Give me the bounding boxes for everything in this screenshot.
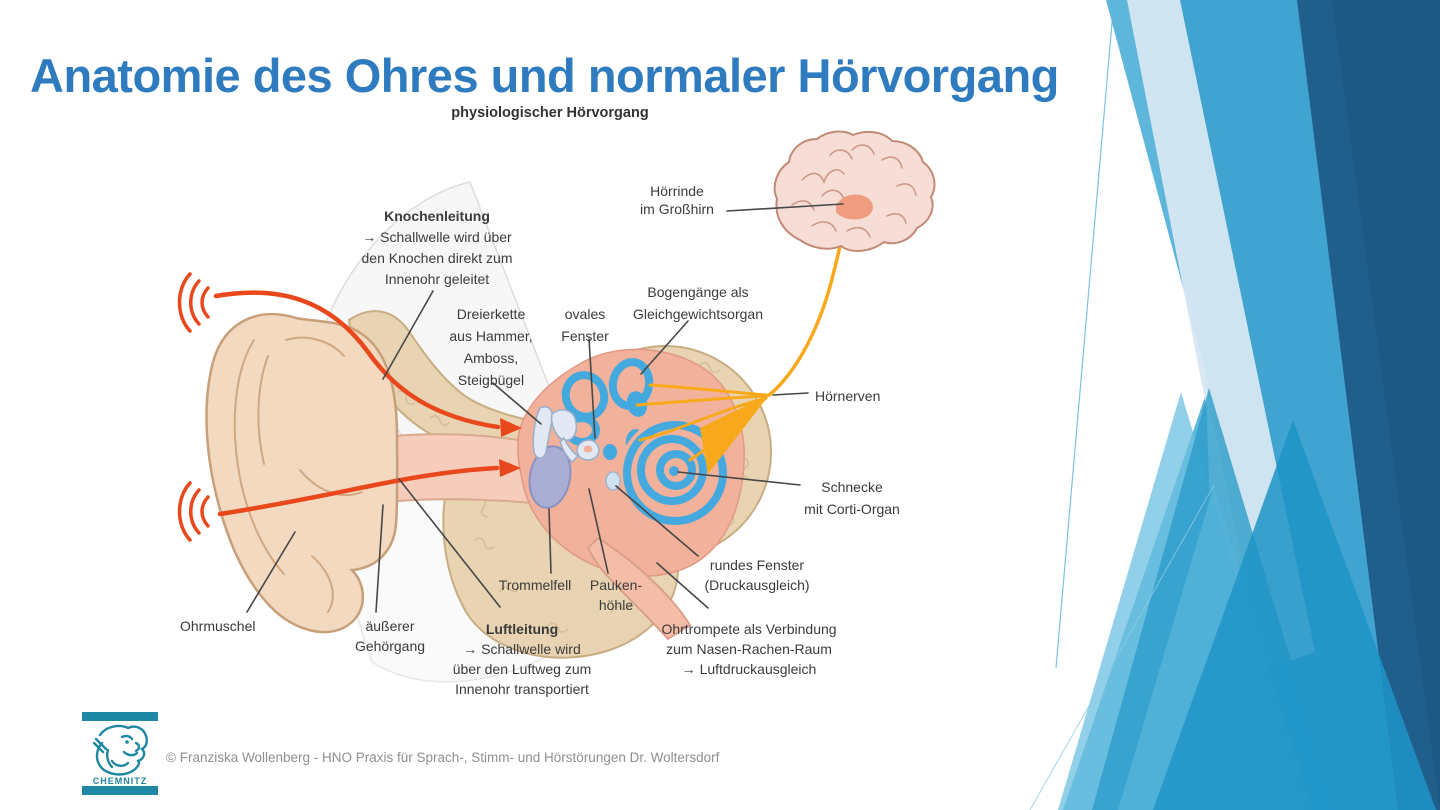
label-line: Bogengänge als — [647, 284, 749, 300]
label-bogengaenge: Bogengänge als Gleichgewichtsorgan — [633, 281, 763, 325]
label-line: Innenohr geleitet — [384, 271, 490, 287]
chemnitz-logo: CHEMNITZ — [82, 712, 158, 795]
diagram-heading: physiologischer Hörvorgang — [451, 105, 649, 121]
label-line: Ohrmuschel — [180, 618, 256, 634]
sound-waves-icon — [177, 272, 210, 542]
label-line: mit Corti-Organ — [804, 501, 900, 517]
leader-lines — [246, 203, 844, 613]
label-line: Amboss, — [463, 350, 519, 366]
decoration-triangles — [1029, 0, 1440, 810]
label-ohrtrompete: Ohrtrompete als Verbindung zum Nasen-Rac… — [661, 619, 836, 679]
label-line: Schnecke — [821, 479, 883, 495]
label-line: im Großhirn — [640, 201, 714, 217]
label-line: Dreierkette — [456, 306, 526, 322]
label-ovales-fenster: ovales Fenster — [561, 303, 608, 347]
page-title: Anatomie des Ohres und normaler Hörvorga… — [30, 49, 1059, 102]
brain-sulci — [791, 144, 917, 238]
bone-conduction-arrow — [213, 290, 522, 437]
label-line: → Luftdruckausgleich — [681, 661, 817, 677]
label-line: Gehörgang — [354, 638, 426, 654]
ear-illustration — [177, 130, 936, 683]
logo-bottom-bar — [82, 786, 158, 795]
label-line: → Schallwelle wird — [463, 641, 581, 657]
label-line: Steigbügel — [457, 372, 525, 388]
brain-illustration — [773, 130, 936, 252]
label-line: Pauken- — [589, 577, 643, 593]
label-gehoergang: äußerer Gehörgang — [355, 616, 425, 656]
eustachian-tube-illustration — [586, 536, 692, 641]
label-line: → Schallwelle wird über — [362, 229, 512, 245]
label-hoerrinde: Hörrinde im Großhirn — [640, 182, 714, 218]
label-line: den Knochen direkt zum — [361, 250, 513, 266]
eardrum-illustration — [528, 445, 572, 509]
logo-city-label: CHEMNITZ — [92, 776, 148, 786]
label-line: ovales — [564, 306, 606, 322]
label-line: Trommelfell — [498, 577, 572, 593]
label-rundes-fenster: rundes Fenster (Druckausgleich) — [704, 555, 809, 595]
label-line: äußerer — [365, 618, 415, 634]
label-line: Ohrtrompete als Verbindung — [661, 621, 837, 637]
label-paukenhoehle: Pauken- höhle — [590, 575, 642, 615]
auditory-cortex-highlight — [836, 194, 873, 220]
label-trommelfell: Trommelfell — [499, 575, 572, 596]
label-line: Hörnerven — [815, 388, 881, 404]
outer-ear-illustration — [205, 312, 399, 634]
label-line: aus Hammer, — [449, 328, 533, 344]
label-line: Luftleitung — [485, 621, 559, 637]
label-dreierkette: Dreierkette aus Hammer, Amboss, Steigbüg… — [449, 303, 532, 391]
logo-head-icon — [82, 721, 158, 776]
label-hoernerven: Hörnerven — [815, 386, 880, 407]
air-conduction-arrow — [217, 459, 521, 517]
label-line: Knochenleitung — [384, 208, 490, 224]
label-line: (Druckausgleich) — [704, 577, 810, 593]
label-knochenleitung: Knochenleitung → Schallwelle wird über d… — [362, 206, 513, 290]
label-schnecke: Schnecke mit Corti-Organ — [804, 476, 900, 520]
logo-top-bar — [82, 712, 158, 721]
label-line: höhle — [598, 597, 634, 613]
label-line: rundes Fenster — [709, 557, 805, 573]
label-ohrmuschel: Ohrmuschel — [180, 616, 255, 637]
label-line: Hörrinde — [650, 183, 704, 199]
label-line: über den Luftweg zum — [452, 661, 592, 677]
label-line: Innenohr transportiert — [455, 681, 589, 697]
label-luftleitung: Luftleitung → Schallwelle wird über den … — [453, 619, 592, 699]
ossicles-illustration — [532, 405, 600, 464]
label-line: Gleichgewichtsorgan — [633, 306, 763, 322]
label-line: Fenster — [561, 328, 609, 344]
footer-credit: © Franziska Wollenberg - HNO Praxis für … — [166, 750, 720, 765]
label-line: zum Nasen-Rachen-Raum — [666, 641, 832, 657]
